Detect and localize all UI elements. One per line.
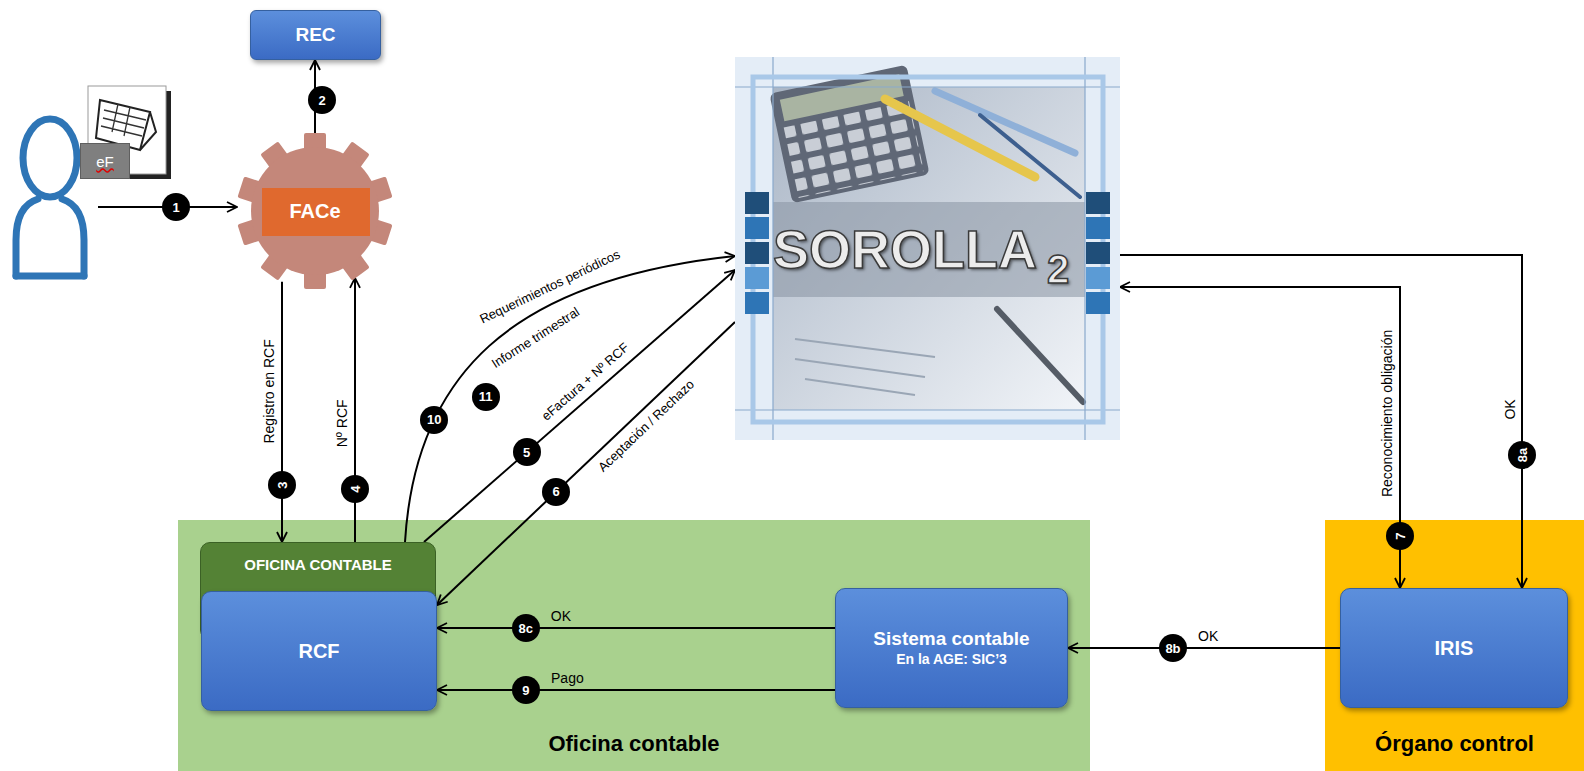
side-block [745,192,769,214]
edge-label: OK [548,608,574,625]
side-block [1086,217,1110,239]
callout-number: 2 [308,86,336,114]
callout-number: 5 [513,438,541,466]
logo-photo [773,87,1085,410]
application-logo: SOROLLA2 [735,57,1120,440]
band-ground [178,520,1090,771]
node-text: 2 [1047,249,1069,289]
office-band: Oficina contableOFICINA CONTABLERCFSiste… [178,520,1090,771]
node-text: Sistema contable [873,628,1029,651]
calculator-body [769,65,929,204]
edge-label: OK [1195,628,1221,645]
side-block [745,267,769,289]
registry-box: RCF [201,591,437,711]
edge-label: OK [1502,397,1519,423]
edge-label: Registro en RCF [261,336,278,446]
person-head [23,119,77,197]
callout-number: 8c [512,614,540,642]
frame-lines [735,57,1120,440]
gear-label-plate [262,188,370,236]
person-body [16,199,38,276]
control-band: Órgano control IRIS [1325,520,1584,771]
node-text: Oficina contable [548,731,719,757]
node-text: REC [295,24,335,47]
callout-number: 4 [341,475,369,503]
node-text: OFICINA CONTABLE [244,556,392,574]
side-block [745,217,769,239]
node-text: RCF [298,639,339,663]
edge-label: Requerimientos periódicos [475,245,626,328]
side-block [745,242,769,264]
side-block [745,292,769,314]
connector-arrow [437,627,835,629]
connector-arrow [424,270,735,542]
connector-arrow [437,689,835,691]
invoice-form [140,112,156,150]
node-text: FACe [289,199,340,223]
callout-number: 10 [420,406,448,434]
person-body [62,199,84,276]
callout-number: 1 [162,193,190,221]
person-body [16,273,84,280]
edge-label: Aceptación / Rechazo [593,374,700,477]
connector-arrow [1120,255,1522,588]
callout-number: 6 [542,478,570,506]
control-system-box: IRIS [1340,588,1568,708]
side-block [1086,267,1110,289]
node-text: En la AGE: SIC’3 [896,651,1007,668]
connector-arrow [281,282,283,542]
band-ground [1325,520,1584,771]
gear-node: FACe [237,133,393,289]
node-text: Órgano control [1375,731,1534,757]
callout-number: 7 [1386,522,1414,550]
invoice-lines [101,104,146,136]
edge-label: eFactura + Nº RCF [537,337,635,425]
connector-arrow [437,322,735,605]
pencil [935,91,1075,153]
node-text: IRIS [1435,636,1474,660]
pen [997,309,1083,402]
logo-ground [735,57,1120,440]
node-text: SOROLLA [773,222,1037,276]
edge-label: Reconocimiento obligación [1379,327,1396,500]
frame [753,77,1103,422]
connector-arrow [405,256,735,542]
gear-disc [251,147,379,275]
connector-arrow [1068,647,1340,649]
calculator [769,65,929,204]
edge-label: Pago [548,670,587,687]
person-icon [16,119,84,276]
system-box: REC [250,10,381,60]
pencil [885,99,1035,177]
office-box: OFICINA CONTABLERCF [200,542,436,640]
callout-number: 8a [1508,441,1536,469]
accounting-system-box: Sistema contableEn la AGE: SIC’3 [835,588,1068,708]
calculator-keys [784,101,924,198]
side-block [1086,292,1110,314]
file-badge: eF [80,143,130,179]
title-band [773,202,1085,297]
callout-number: 9 [512,676,540,704]
pen [980,115,1080,197]
side-block [1086,192,1110,214]
paper-lines [795,339,935,395]
edge-label: Nº RCF [334,396,351,450]
connector-arrow [1120,287,1400,588]
callout-number: 8b [1159,634,1187,662]
callout-number: 3 [268,471,296,499]
gear-body [237,133,392,289]
callout-number: 11 [472,383,500,411]
side-block [1086,242,1110,264]
